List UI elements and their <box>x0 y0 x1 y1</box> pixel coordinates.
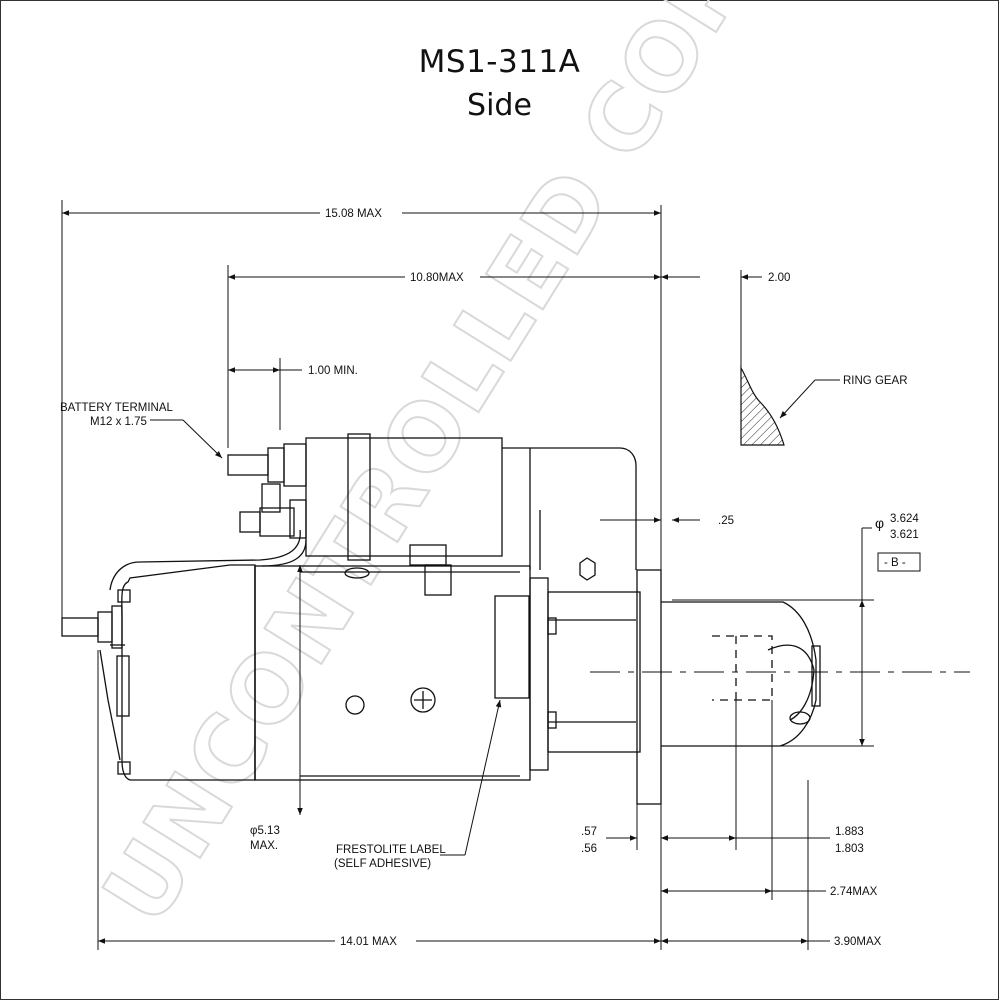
datum-box <box>877 552 921 572</box>
dim-body-length: 10.80MAX <box>410 272 464 284</box>
dim-housing-length: 14.01 MAX <box>340 936 397 948</box>
leader-lines <box>150 379 840 856</box>
dim-pinion-lower: 1.803 <box>835 843 864 855</box>
dim-flange-thk-upper: .57 <box>581 826 597 838</box>
drawing-title: MS1-311A <box>418 44 581 80</box>
datum-label: - B - <box>884 557 906 569</box>
dim-ring-gear-offset: 2.00 <box>768 272 790 284</box>
dim-front-length: 3.90MAX <box>834 936 882 948</box>
diameter-symbol: φ <box>875 515 884 531</box>
dim-overall-length: 15.08 MAX <box>325 208 382 220</box>
dimension-lines <box>62 210 872 944</box>
battery-terminal-label: BATTERY TERMINAL <box>60 402 174 414</box>
frestolite-label-line2: (SELF ADHESIVE) <box>334 858 431 870</box>
dim-flange-thk-lower: .56 <box>581 843 597 855</box>
battery-terminal-thread: M12 x 1.75 <box>90 416 147 428</box>
dim-nose-length: 2.74MAX <box>830 886 878 898</box>
dim-body-dia-max: MAX. <box>250 840 278 852</box>
dim-pilot-dia-lower: 3.621 <box>890 529 919 541</box>
ring-gear-section <box>740 365 785 446</box>
dim-terminal-min: 1.00 MIN. <box>308 365 358 377</box>
frestolite-label-line1: FRESTOLITE LABEL <box>336 844 446 856</box>
dim-body-dia: φ5.13 <box>250 825 280 837</box>
ring-gear-label: RING GEAR <box>843 375 908 387</box>
watermark: UNCONTROLLED COPY <box>83 0 804 942</box>
drawing-subtitle: Side <box>467 88 532 123</box>
dim-pinion-upper: 1.883 <box>835 826 864 838</box>
extension-lines <box>61 200 874 950</box>
dim-flange-gap: .25 <box>718 515 734 527</box>
dim-pilot-dia-upper: 3.624 <box>890 513 919 525</box>
starter-motor <box>61 433 821 805</box>
